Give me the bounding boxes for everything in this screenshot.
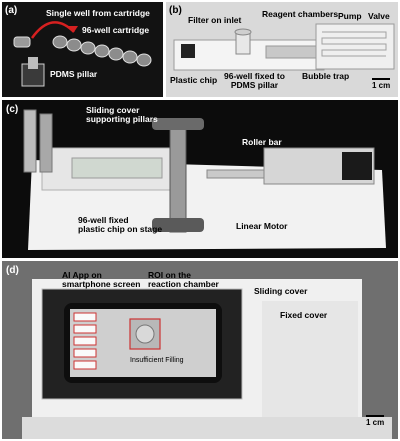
panel-c-photo — [23, 109, 386, 250]
fixed-chip-text: 96-well fixed plastic chip on stage — [78, 215, 163, 234]
scale-text: 1 cm — [372, 81, 391, 90]
scale-text: 1 cm — [366, 418, 385, 427]
filter-annotation: Filter on inlet — [188, 15, 242, 25]
roi-annotation: ROI on the reaction chamber — [148, 271, 219, 289]
ai-app-text: AI App on smartphone screen — [62, 270, 141, 289]
panel-a-photo — [13, 21, 152, 87]
reagent-chambers-annotation: Reagent chambers — [262, 9, 339, 19]
cartridge-annotation: 96-well cartridge — [82, 25, 150, 35]
plastic-chip-annotation: Plastic chip — [170, 75, 218, 85]
panel-b: (b) Filter on inlet Reagent chambers Pum… — [166, 2, 398, 97]
scale-bar — [372, 78, 390, 80]
panel-c: (c) Sliding cover supporting pillars Rol… — [2, 100, 398, 258]
panel-d: (d) AI App on smartphone screen ROI on t… — [2, 261, 398, 439]
scale-bar — [366, 415, 384, 417]
panel-a: (a) Single well from cartridge 96-well c… — [2, 2, 163, 97]
ai-app-annotation: AI App on smartphone screen — [62, 271, 140, 289]
fixed-chip-annotation: 96-well fixed plastic chip on stage — [78, 216, 162, 234]
panel-d-scale: 1 cm — [366, 415, 384, 427]
roi-text: ROI on the reaction chamber — [148, 270, 219, 289]
fixed-well-annotation: 96-well fixed to PDMS pillar — [224, 72, 285, 90]
roller-bar-annotation: Roller bar — [242, 137, 282, 147]
panel-b-label: (b) — [169, 5, 182, 16]
panel-b-photo — [173, 23, 395, 71]
bubble-trap-annotation: Bubble trap — [302, 71, 350, 81]
linear-motor-annotation: Linear Motor — [236, 221, 288, 231]
valve-annotation: Valve — [368, 11, 390, 21]
phone-status-text: Insufficient Filling — [130, 357, 184, 364]
panel-d-photo — [22, 279, 392, 439]
panel-c-label: (c) — [6, 104, 19, 115]
panel-d-label: (d) — [6, 265, 19, 276]
sliding-cover-pillars-text: Sliding cover supporting pillars — [86, 105, 158, 124]
sliding-cover-annotation: Sliding cover — [254, 286, 308, 296]
sliding-cover-pillars-annotation: Sliding cover supporting pillars — [86, 106, 158, 124]
panel-b-scale: 1 cm — [372, 78, 390, 90]
pdms-pillar-annotation: PDMS pillar — [50, 69, 98, 79]
pump-annotation: Pump — [338, 11, 362, 21]
fixed-well-text: 96-well fixed to PDMS pillar — [224, 71, 285, 90]
panel-a-label: (a) — [5, 5, 18, 16]
single-well-annotation: Single well from cartridge — [46, 8, 150, 18]
fixed-cover-annotation: Fixed cover — [280, 310, 328, 320]
